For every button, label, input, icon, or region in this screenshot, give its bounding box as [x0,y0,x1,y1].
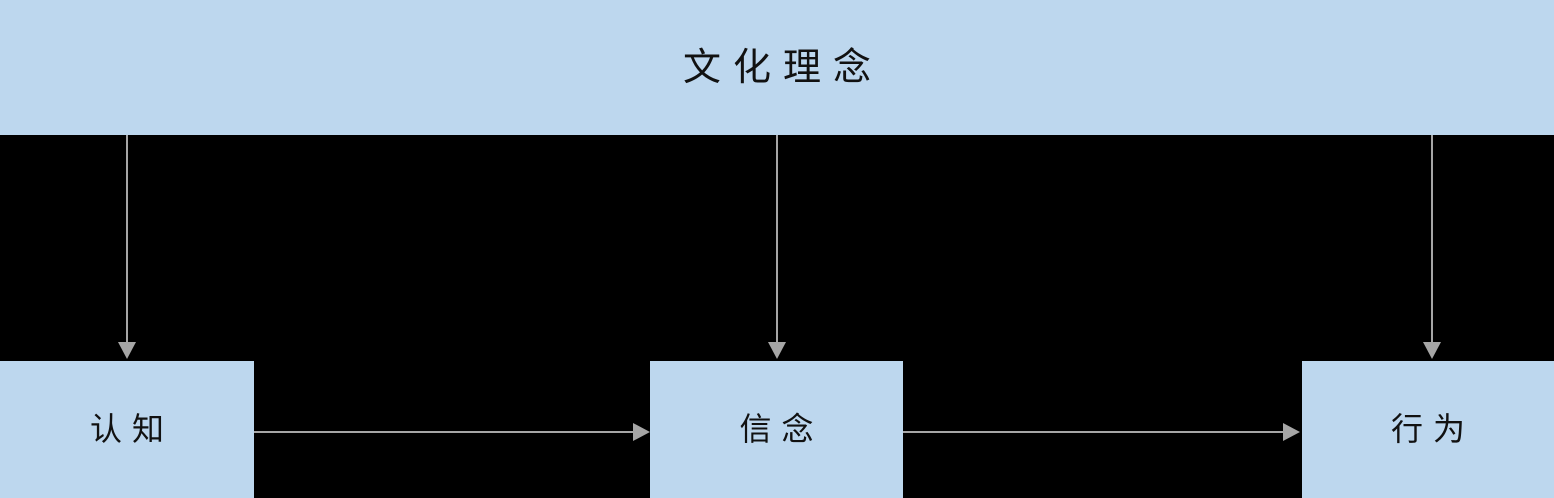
culture-concept-banner[interactable]: 文化理念 [0,0,1554,135]
node-belief-label: 信念 [739,411,824,447]
node-behavior[interactable]: 行为 [1302,361,1554,498]
node-behavior-label: 行为 [1390,411,1475,447]
arrow-banner-to-cognition [118,135,136,359]
node-cognition-label: 认知 [89,411,174,447]
banner-title: 文化理念 [682,46,883,89]
arrow-cognition-to-belief [254,423,650,441]
node-cognition[interactable]: 认知 [0,361,254,498]
arrow-banner-to-belief [768,135,786,359]
arrow-belief-to-behavior [903,423,1300,441]
node-belief[interactable]: 信念 [650,361,903,498]
arrow-banner-to-behavior [1423,135,1441,359]
